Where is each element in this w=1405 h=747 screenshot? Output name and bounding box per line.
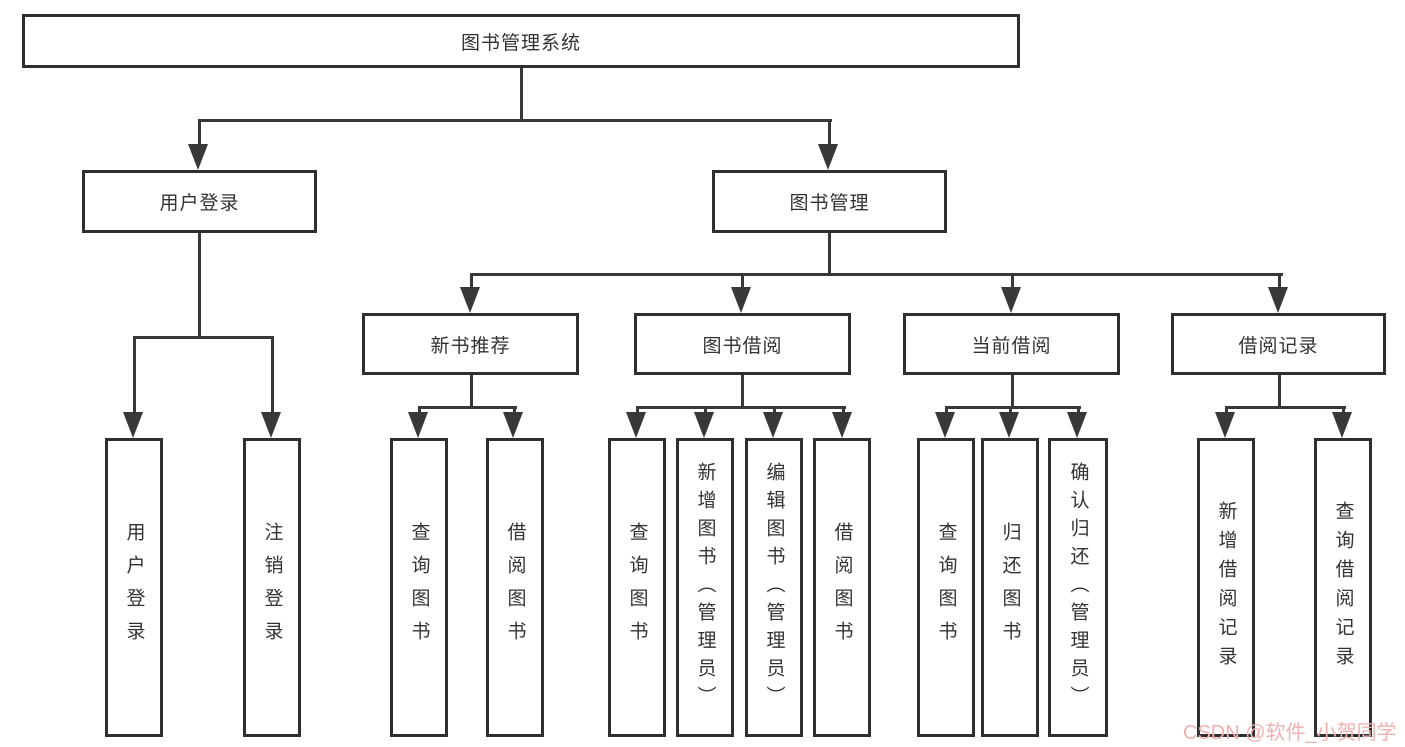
connector-line [1342,408,1345,415]
connector-line [1011,275,1014,289]
connector-line [1225,406,1346,409]
connector-line [842,408,845,415]
csdn-watermark: CSDN @软件_小贺同学 [1183,722,1397,744]
connector-line [741,375,744,409]
connector-line [1225,408,1228,415]
node-root-title: 图书管理系统 [22,14,1020,68]
arrow-down-icon [460,287,480,313]
leaf-query-books-current: 查询图书 [917,438,975,737]
node-book-management: 图书管理 [712,170,947,233]
arrow-down-icon [626,412,646,438]
arrow-down-icon [1215,412,1235,438]
arrow-down-icon [1268,287,1288,313]
connector-line [773,408,776,415]
connector-line [1077,408,1080,415]
arrow-down-icon [503,412,523,438]
connector-line [945,406,1081,409]
connector-line [828,233,831,276]
connector-line [1278,375,1281,409]
leaf-borrow-books: 借阅图书 [813,438,871,737]
connector-line [198,119,832,122]
arrow-down-icon [188,144,208,170]
connector-line [133,338,136,414]
connector-line [741,275,744,289]
connector-line [470,375,473,409]
node-borrow-records: 借阅记录 [1171,313,1386,375]
arrow-down-icon [694,412,714,438]
arrow-down-icon [832,412,852,438]
arrow-down-icon [999,412,1019,438]
leaf-query-books-recommend: 查询图书 [390,438,448,737]
connector-line [513,408,516,415]
leaf-confirm-return-admin: 确认归还（管理员） [1048,438,1108,737]
leaf-add-book-admin: 新增图书（管理员） [676,438,734,737]
arrow-down-icon [731,287,751,313]
leaf-add-borrow-record: 新增借阅记录 [1197,438,1255,737]
leaf-user-login: 用户登录 [105,438,163,737]
connector-line [1009,408,1012,415]
connector-line [1278,275,1281,289]
node-current-borrow: 当前借阅 [903,313,1120,375]
leaf-query-borrow-record: 查询借阅记录 [1314,438,1372,737]
connector-line [945,408,948,415]
arrow-down-icon [935,412,955,438]
node-new-book-recommend: 新书推荐 [362,313,579,375]
connector-line [704,408,707,415]
arrow-down-icon [123,412,143,438]
connector-line [418,408,421,415]
connector-line [198,121,201,146]
arrow-down-icon [261,412,281,438]
arrow-down-icon [763,412,783,438]
connector-line [470,273,1283,276]
arrow-down-icon [408,412,428,438]
leaf-borrow-books-recommend: 借阅图书 [486,438,544,737]
leaf-edit-book-admin: 编辑图书（管理员） [745,438,803,737]
connector-line [271,338,274,414]
connector-line [1011,375,1014,409]
connector-line [470,275,473,289]
node-book-borrow: 图书借阅 [634,313,851,375]
leaf-query-books-borrow: 查询图书 [608,438,666,737]
connector-line [520,68,523,121]
arrow-down-icon [818,144,838,170]
connector-line [636,408,639,415]
leaf-logout: 注销登录 [243,438,301,737]
node-user-login: 用户登录 [82,170,317,233]
leaf-return-book: 归还图书 [981,438,1039,737]
connector-line [133,336,274,339]
connector-line [198,233,201,339]
arrow-down-icon [1067,412,1087,438]
arrow-down-icon [1001,287,1021,313]
connector-line [636,406,846,409]
connector-line [418,406,517,409]
connector-line [828,121,831,146]
arrow-down-icon [1332,412,1352,438]
